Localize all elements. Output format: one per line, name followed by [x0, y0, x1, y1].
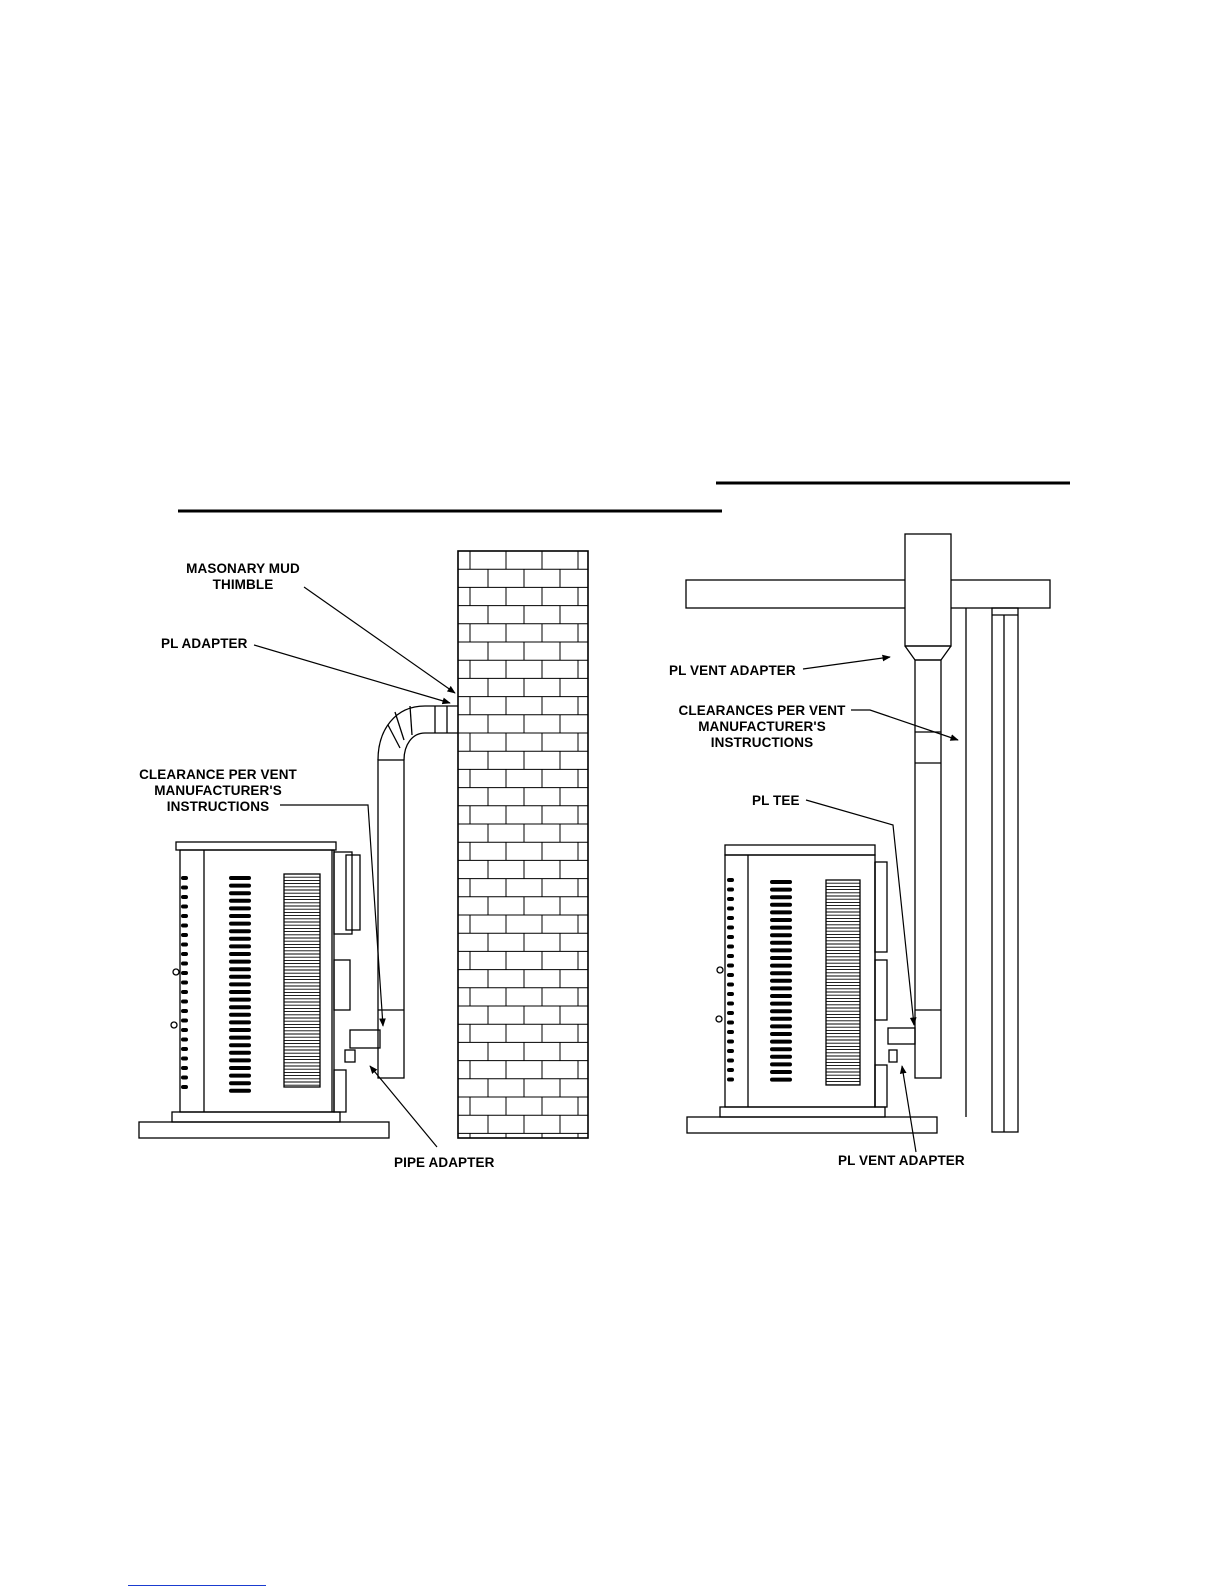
right-floor — [687, 1117, 937, 1133]
right-diagram — [686, 534, 1050, 1152]
clearances-label-right: CLEARANCES PER VENT MANUFACTURER'S INSTR… — [672, 703, 852, 751]
pipe-adapter-label: PIPE ADAPTER — [394, 1155, 494, 1171]
pl-vent-adapter-top-label: PL VENT ADAPTER — [669, 663, 796, 679]
ceiling-joist — [686, 580, 1050, 608]
left-floor — [139, 1122, 389, 1138]
masonry-mud-thimble-label: MASONARY MUD THIMBLE — [178, 561, 308, 593]
masonry-chimney — [458, 551, 588, 1138]
left-stove — [171, 842, 360, 1122]
right-stove — [716, 845, 915, 1117]
pl-vent-adapter-bottom-label: PL VENT ADAPTER — [838, 1153, 965, 1169]
right-wall — [966, 608, 1018, 1132]
right-vent-pipe — [905, 534, 951, 1078]
left-vent-pipe — [345, 706, 458, 1078]
title-underlines — [178, 483, 1070, 511]
footer-link[interactable] — [128, 1573, 266, 1586]
clearance-label-left: CLEARANCE PER VENT MANUFACTURER'S INSTRU… — [133, 767, 303, 815]
pl-adapter-label: PL ADAPTER — [161, 636, 248, 652]
pl-tee-label: PL TEE — [752, 793, 800, 809]
